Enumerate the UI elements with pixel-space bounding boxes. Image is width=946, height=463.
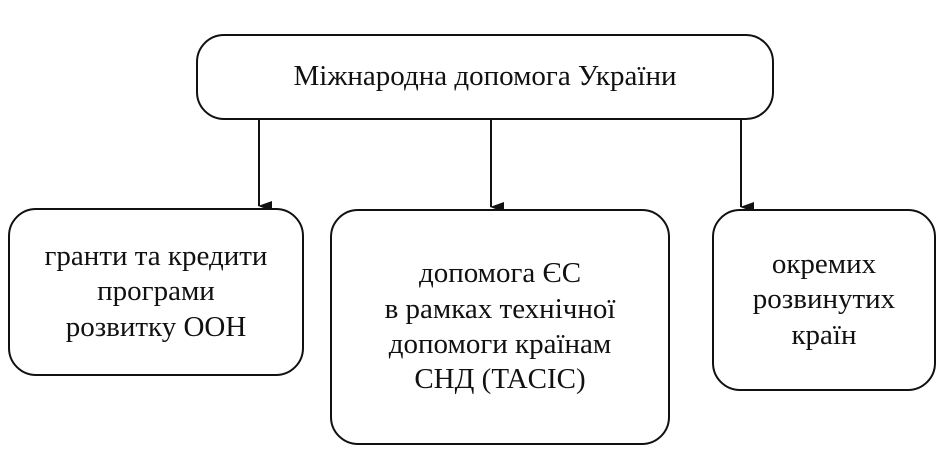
child-node-other: окремих розвинутих країн <box>712 209 936 391</box>
child-node-eu-label: допомога ЄС в рамках технічної допомоги … <box>384 257 616 396</box>
root-node: Міжнародна допомога України <box>196 34 774 120</box>
child-node-other-label: окремих розвинутих країн <box>752 247 896 351</box>
child-node-un-label: гранти та кредити програми розвитку ООН <box>44 239 268 343</box>
child-node-eu: допомога ЄС в рамках технічної допомоги … <box>330 209 670 445</box>
child-node-un: гранти та кредити програми розвитку ООН <box>8 208 304 376</box>
root-node-label: Міжнародна допомога України <box>293 60 677 93</box>
